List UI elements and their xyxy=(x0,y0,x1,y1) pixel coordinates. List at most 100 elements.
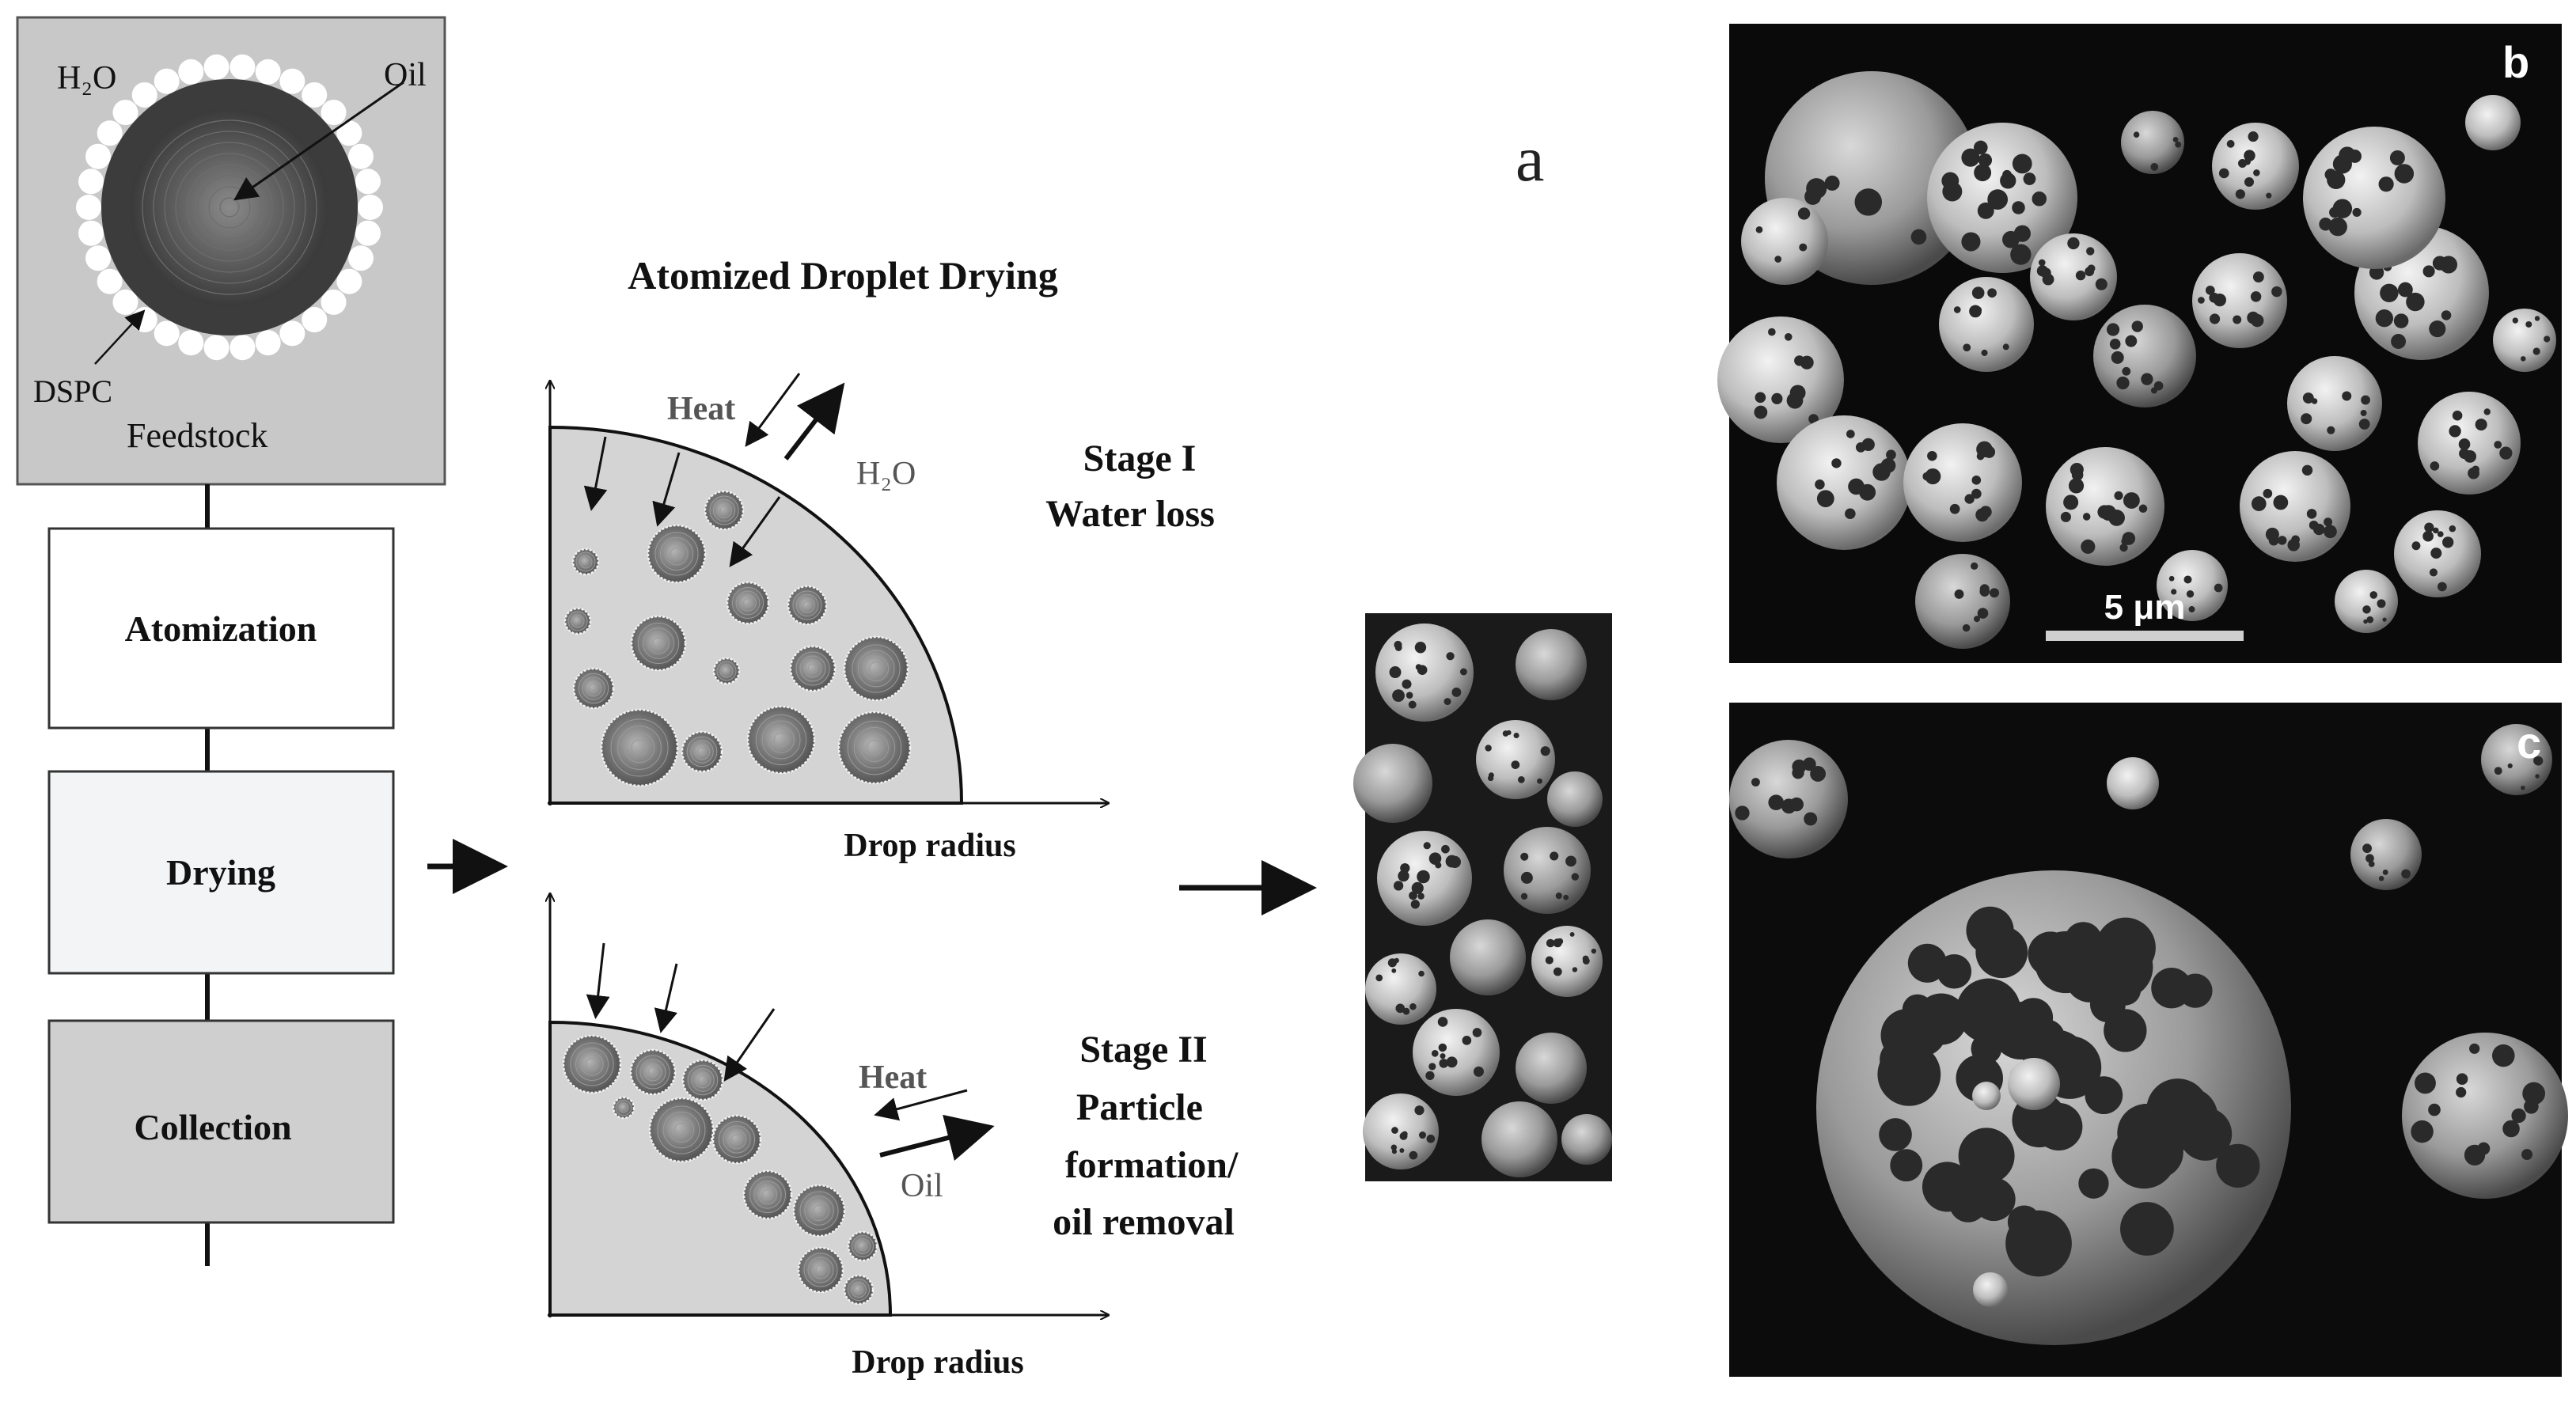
pore xyxy=(1389,666,1402,679)
pore xyxy=(1402,679,1412,689)
pore xyxy=(2035,1102,2083,1151)
pore xyxy=(1971,562,1978,570)
droplet-ring xyxy=(852,644,901,693)
pore xyxy=(1799,243,1808,252)
lipid-head xyxy=(76,195,101,220)
pore xyxy=(1977,608,1989,619)
atomization-label: Atomization xyxy=(125,608,317,649)
sem-micrograph-c: c xyxy=(1729,703,2568,1377)
pore xyxy=(2266,192,2272,199)
pore xyxy=(1591,948,1597,954)
droplet-ring xyxy=(719,506,729,515)
particle xyxy=(1450,919,1526,995)
lipid-head xyxy=(255,59,281,85)
droplet-ring xyxy=(686,736,718,768)
pore xyxy=(2122,366,2131,376)
pore xyxy=(2332,199,2353,218)
emulsion-droplet xyxy=(843,635,909,702)
stage2-inward-arrows xyxy=(586,942,995,1161)
stage2-axis-label: Drop radius xyxy=(852,1344,1023,1381)
particle xyxy=(1717,316,1844,443)
pore xyxy=(1890,1149,1923,1182)
droplet-ring xyxy=(580,1052,604,1076)
droplet-ring xyxy=(670,547,684,561)
pore xyxy=(2235,189,2245,199)
pore xyxy=(1961,148,1980,167)
pore xyxy=(2038,259,2046,267)
stage2-drops xyxy=(562,1034,878,1306)
droplet-ring xyxy=(575,551,596,572)
pore xyxy=(2475,419,2487,431)
droplet-ring xyxy=(802,601,812,610)
dspc-label: DSPC xyxy=(33,373,112,409)
pore xyxy=(1781,798,1796,814)
dspc-pointer-arrow xyxy=(94,309,146,365)
droplet-ring xyxy=(639,1059,666,1086)
pore xyxy=(2429,320,2446,338)
pore xyxy=(2532,347,2540,355)
stage2-heat-label: Heat xyxy=(859,1059,927,1096)
lipid-head xyxy=(154,68,180,94)
pore xyxy=(2150,163,2159,171)
pore xyxy=(2522,1082,2546,1105)
oil-core xyxy=(131,108,328,306)
pore xyxy=(2348,149,2362,163)
pore xyxy=(1473,1066,1484,1077)
particle xyxy=(2335,570,2398,633)
pore xyxy=(2456,1073,2468,1085)
droplet-ring xyxy=(643,1063,662,1082)
droplet-ring xyxy=(674,1123,689,1137)
pore xyxy=(1975,508,1990,522)
pore xyxy=(2214,296,2221,302)
pore xyxy=(1806,178,1827,199)
pore xyxy=(2360,409,2367,416)
emulsion-droplet xyxy=(726,581,770,625)
pore xyxy=(2214,583,2223,593)
lipid-head xyxy=(321,289,347,315)
pore xyxy=(2441,310,2452,320)
lipid-head xyxy=(358,195,383,220)
pore xyxy=(2287,539,2300,551)
pore xyxy=(2456,1086,2467,1098)
pore xyxy=(2534,316,2540,321)
pore xyxy=(2382,617,2387,622)
attached-nanoparticle xyxy=(2107,757,2159,809)
process-flow: Atomization Drying Collection xyxy=(47,484,508,1266)
pore xyxy=(2393,313,2409,328)
core-ring xyxy=(208,186,251,229)
emulsion-droplet xyxy=(837,711,912,785)
pore xyxy=(1394,640,1402,650)
pore xyxy=(1446,1056,1458,1068)
pore xyxy=(1987,189,2009,210)
pore xyxy=(2146,1078,2210,1142)
pore xyxy=(2000,172,2016,189)
pore xyxy=(2010,244,2032,265)
pore xyxy=(2361,395,2370,405)
pore xyxy=(2327,426,2335,434)
droplet-ring xyxy=(719,664,734,678)
pore xyxy=(1845,508,1856,520)
pore xyxy=(2494,767,2502,775)
droplet-ring xyxy=(571,614,585,628)
pore xyxy=(2168,575,2175,582)
pore xyxy=(2458,438,2471,450)
droplet-ring xyxy=(858,1241,867,1251)
pore xyxy=(2150,387,2158,394)
pore xyxy=(1755,392,1766,404)
pore xyxy=(2459,448,2470,459)
particle xyxy=(2287,356,2382,451)
pore xyxy=(2342,391,2352,401)
droplet-ring xyxy=(654,532,699,576)
emulsion-droplet xyxy=(847,1230,878,1262)
pore xyxy=(1978,153,1993,168)
pore xyxy=(1444,698,1451,706)
pore xyxy=(2086,247,2095,256)
pore xyxy=(2382,869,2388,875)
pore xyxy=(2188,606,2195,613)
particle xyxy=(1561,1114,1612,1165)
droplet-ring xyxy=(647,1067,658,1078)
droplet-ring xyxy=(719,1121,755,1158)
lipid-head xyxy=(131,81,157,108)
scale-bar xyxy=(2046,631,2244,641)
pore xyxy=(1854,188,1883,216)
